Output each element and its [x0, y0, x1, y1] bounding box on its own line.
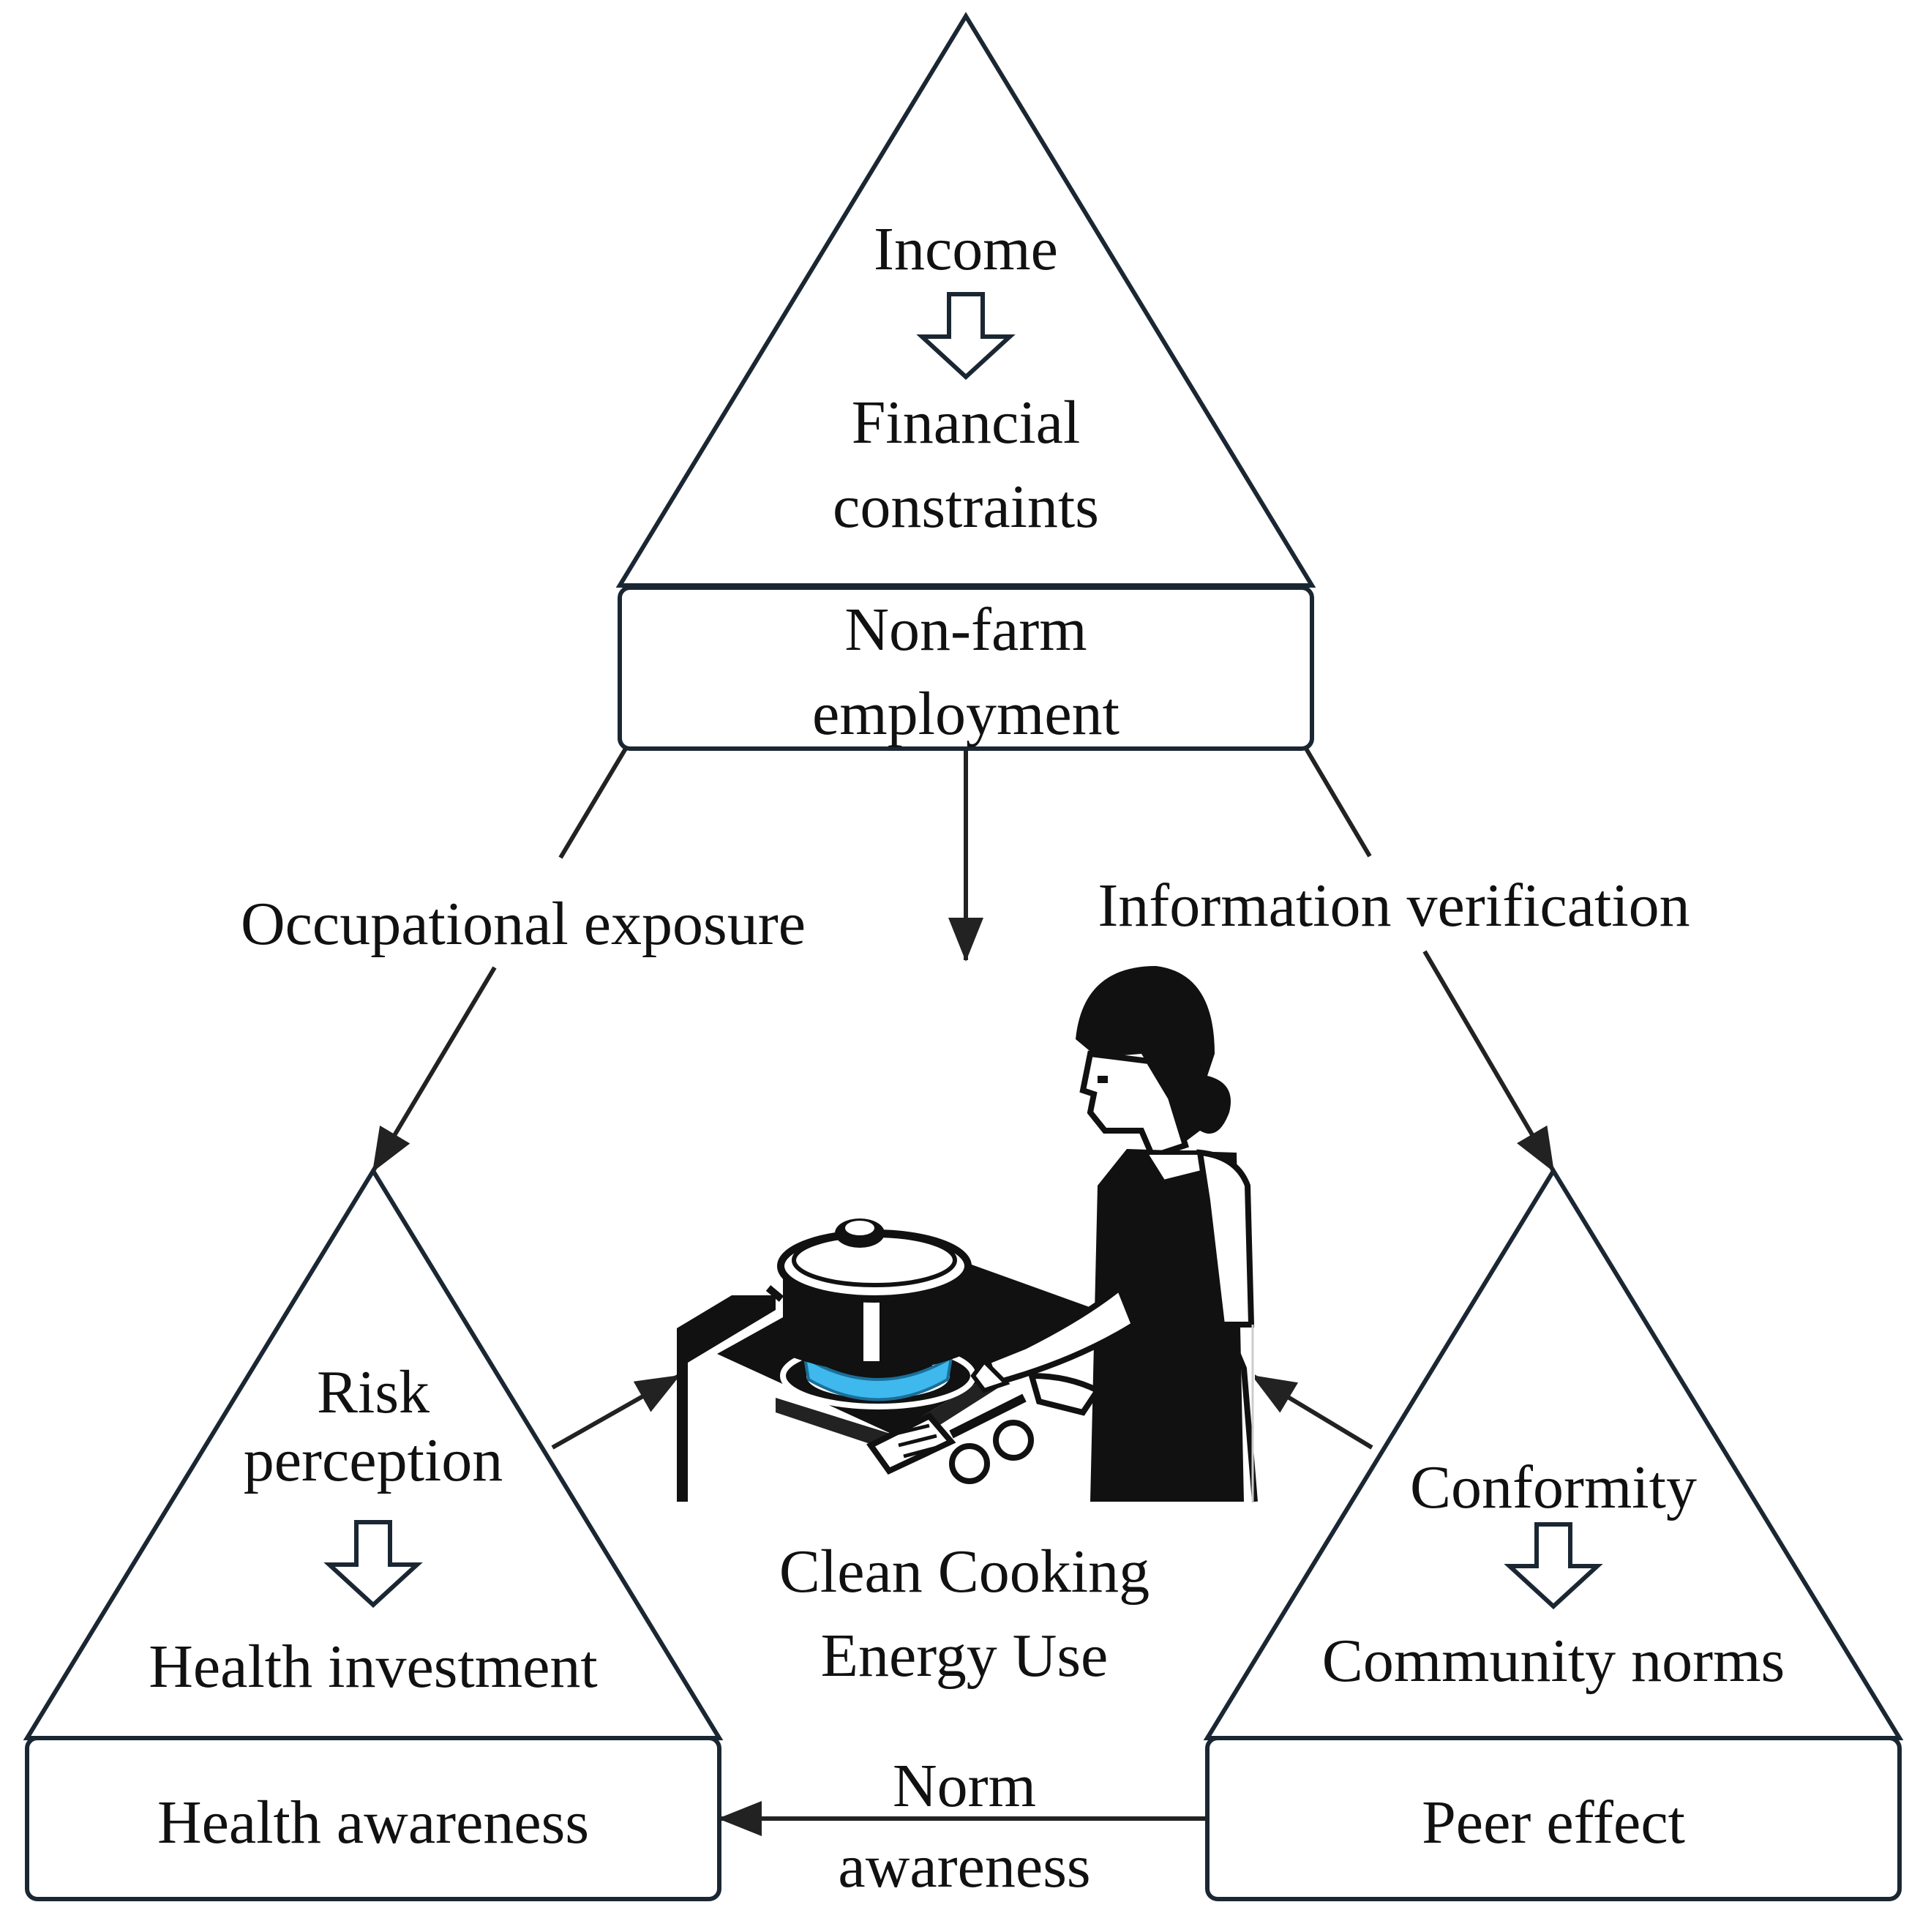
- gas-flame-icon: [803, 1355, 953, 1401]
- peer-effect-label: Peer effect: [1422, 1789, 1685, 1857]
- arrow-occupational-exposure: [371, 966, 497, 1172]
- health-investment-label: Health investment: [149, 1633, 598, 1701]
- person-figure: [970, 966, 1258, 1502]
- financial-constraints-line1: Financial: [852, 389, 1081, 457]
- information-verification-label: Information verification: [1098, 872, 1690, 940]
- cooking-illustration: [677, 966, 1258, 1502]
- norm-awareness-line2: awareness: [838, 1832, 1090, 1901]
- community-norms-label: Community norms: [1322, 1627, 1785, 1695]
- outcome-line1: Clean Cooking: [779, 1538, 1150, 1606]
- non-farm-employment-line2: employment: [812, 680, 1120, 748]
- norm-awareness-line1: Norm: [893, 1752, 1036, 1820]
- connector-information-upper: [1304, 747, 1372, 858]
- risk-perception-line1: Risk: [317, 1358, 430, 1426]
- connector-occupational-upper: [558, 747, 628, 859]
- arrow-health-to-cooking: [551, 1374, 680, 1450]
- top-cluster: Income Financial constraints Non-farm em…: [615, 12, 1316, 751]
- financial-constraints-line2: constraints: [833, 473, 1099, 541]
- occupational-exposure-label: Occupational exposure: [241, 890, 806, 958]
- risk-perception-line2: perception: [244, 1426, 503, 1494]
- health-awareness-label: Health awareness: [157, 1789, 589, 1857]
- down-arrow-icon: [323, 1520, 423, 1609]
- income-label: Income: [874, 215, 1058, 283]
- outcome-line2: Energy Use: [821, 1622, 1109, 1690]
- left-cluster: Risk perception Health investment Health…: [23, 1167, 724, 1901]
- conformity-label: Conformity: [1410, 1453, 1697, 1521]
- arrow-peer-to-cooking: [1251, 1374, 1373, 1450]
- right-cluster: Conformity Community norms Peer effect: [1203, 1167, 1904, 1901]
- non-farm-employment-line1: Non-farm: [844, 596, 1087, 664]
- down-arrow-icon: [1504, 1522, 1603, 1610]
- arrow-information-verification: [1422, 950, 1556, 1172]
- counter-edge: [677, 1295, 776, 1502]
- down-arrow-icon: [916, 292, 1016, 381]
